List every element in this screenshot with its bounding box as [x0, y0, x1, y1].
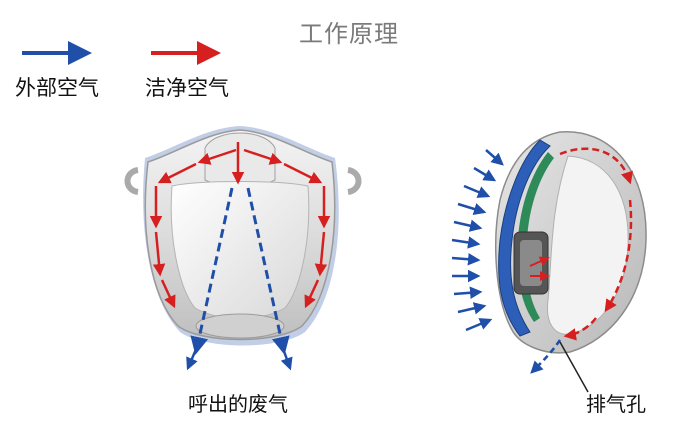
vent-hole-caption: 排气孔	[586, 392, 646, 416]
diagram-title: 工作原理	[299, 20, 399, 48]
legend-clean-air-label: 洁净空气	[145, 76, 229, 100]
vent-hole-pointer	[559, 341, 589, 393]
exhaled-air-caption: 呼出的废气	[188, 392, 288, 416]
legend-outside-air-label: 外部空气	[15, 76, 99, 100]
mask-side-illustration	[451, 131, 647, 393]
mask-front-illustration	[124, 126, 362, 371]
